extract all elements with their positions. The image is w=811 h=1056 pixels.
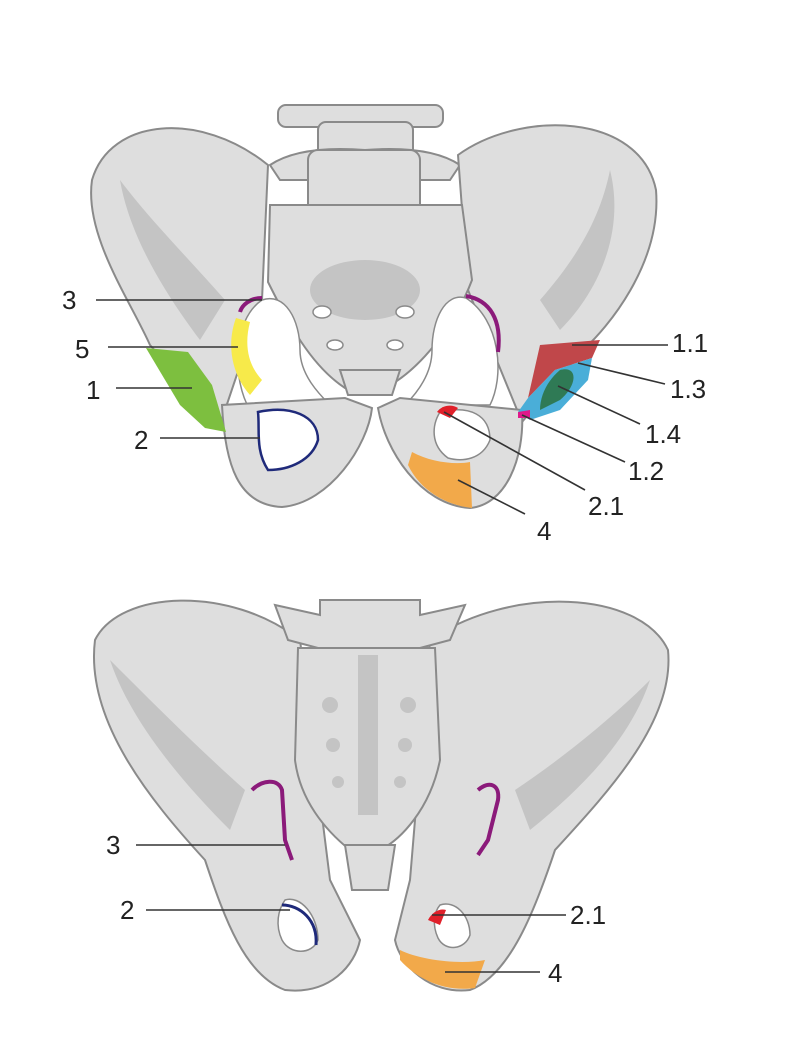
region-2-1-back	[428, 909, 446, 925]
label-1-4: 1.4	[645, 419, 681, 449]
leader-1-2	[521, 414, 626, 463]
region-2-1	[437, 405, 458, 418]
region-2-back	[281, 903, 318, 946]
leader-4	[457, 479, 526, 515]
sacral-foramen	[386, 339, 404, 351]
region-1-1	[528, 340, 600, 398]
leader-1-3	[577, 362, 666, 385]
sacrum-shade	[310, 260, 420, 320]
sacral-foramen	[395, 305, 415, 319]
pelvis-back-view: 3 2 2.1 4	[92, 599, 670, 992]
left-obturator-back	[277, 898, 319, 952]
label-2-1-back: 2.1	[570, 900, 606, 930]
label-1-1: 1.1	[672, 328, 708, 358]
sacral-base	[273, 599, 467, 649]
label-3-back: 3	[106, 830, 120, 860]
median-crest	[358, 655, 378, 815]
label-4: 4	[537, 516, 551, 546]
sacral-foramen	[326, 738, 340, 752]
region-5	[231, 318, 262, 395]
label-4-back: 4	[548, 958, 562, 988]
label-2-1: 2.1	[588, 491, 624, 521]
leader-1-4	[557, 385, 641, 425]
label-1-3: 1.3	[670, 374, 706, 404]
sacral-foramen	[312, 305, 332, 319]
sacral-foramen	[332, 776, 344, 788]
sacral-foramen	[394, 776, 406, 788]
left-ilium-shade	[110, 660, 245, 830]
pelvis-front-view: 3 5 1 2 1.1 1.3 1.4 1.2 2.1 4	[62, 104, 708, 546]
label-1: 1	[86, 375, 100, 405]
region-4	[408, 452, 472, 508]
region-1	[146, 348, 226, 432]
right-ilium-shade	[515, 680, 650, 830]
region-1-4	[540, 369, 574, 410]
right-pelvic-inlet	[403, 296, 499, 406]
sacral-foramen	[398, 738, 412, 752]
label-2-back: 2	[120, 895, 134, 925]
leader-2-1	[443, 411, 586, 491]
region-3-left-back	[250, 779, 294, 861]
region-3-right	[465, 294, 501, 353]
right-obturator-foramen	[433, 409, 491, 461]
label-1-2: 1.2	[628, 456, 664, 486]
region-1-2	[518, 410, 530, 418]
label-2: 2	[134, 425, 148, 455]
label-3: 3	[62, 285, 76, 315]
coccyx-back	[343, 844, 397, 891]
sacral-foramen	[326, 339, 344, 351]
region-3-left	[238, 296, 263, 313]
left-obturator-foramen-region-2	[256, 408, 320, 472]
coccyx	[338, 369, 402, 396]
sacral-foramen	[322, 697, 338, 713]
right-ilium-shade	[540, 170, 615, 330]
sacral-foramen	[400, 697, 416, 713]
label-5: 5	[75, 334, 89, 364]
region-3-right-back	[476, 782, 501, 857]
region-4-back	[400, 950, 485, 989]
